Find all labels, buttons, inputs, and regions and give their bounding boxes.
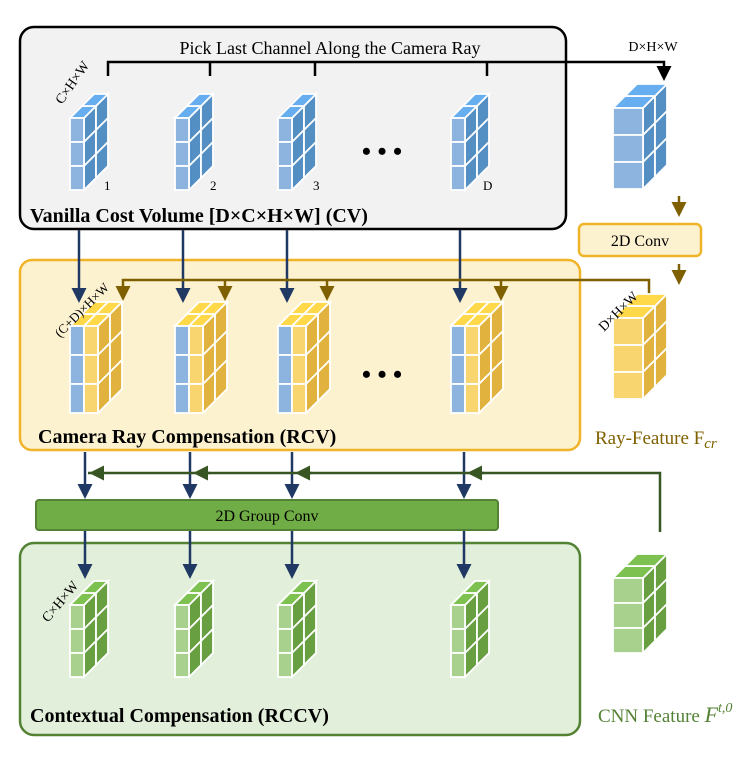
dim-label-top-right: D×H×W [628, 40, 678, 55]
cnn-feature-block [610, 551, 670, 656]
slice-label-3: 3 [313, 178, 320, 193]
ray-feature-block [610, 291, 670, 402]
group-conv-label: 2D Group Conv [215, 508, 318, 525]
arrows-cv-to-rcv [71, 230, 468, 303]
conv2d-box [577, 222, 703, 258]
ray-feature-lines [115, 278, 651, 301]
pick-channel-lines [106, 60, 672, 81]
dhw-block [610, 81, 670, 192]
slice-label-1: 1 [104, 178, 111, 193]
rccv-slice-2 [172, 578, 216, 680]
cv-title: Vanilla Cost Volume [D×C×H×W] (CV) [30, 205, 368, 227]
rcv-slice-3 [275, 299, 333, 416]
cnn-feature-lines [88, 465, 662, 532]
slice-label-d: D [483, 178, 492, 193]
ellipsis-rcv: • • • [362, 360, 402, 389]
cv-slice-3 [275, 91, 319, 193]
conv2d-label: 2D Conv [611, 233, 669, 250]
slice-label-2: 2 [210, 178, 217, 193]
rccv-slice-3 [275, 578, 319, 680]
ray-feature-label: Ray-Feature Fcr [595, 428, 717, 452]
group-conv-bar [35, 499, 499, 531]
cv-slice-2 [172, 91, 216, 193]
arrows-groupconv-to-rccv [77, 531, 472, 579]
rccv-slice-4 [448, 578, 492, 680]
cv-slice-1 [67, 91, 111, 193]
rcv-title: Camera Ray Compensation (RCV) [38, 426, 336, 448]
cv-slice-4 [448, 91, 492, 193]
ellipsis-cv: • • • [362, 137, 402, 166]
rcv-slice-1 [67, 299, 125, 416]
top-label: Pick Last Channel Along the Camera Ray [180, 38, 481, 58]
rcv-slice-2 [172, 299, 230, 416]
volume-cubes [67, 81, 670, 680]
cnn-feature-label: CNN Feature Ft,0 [598, 701, 732, 727]
rccv-title: Contextual Compensation (RCCV) [30, 705, 329, 727]
rcv-slice-4 [448, 299, 506, 416]
rccv-slice-1 [67, 578, 111, 680]
